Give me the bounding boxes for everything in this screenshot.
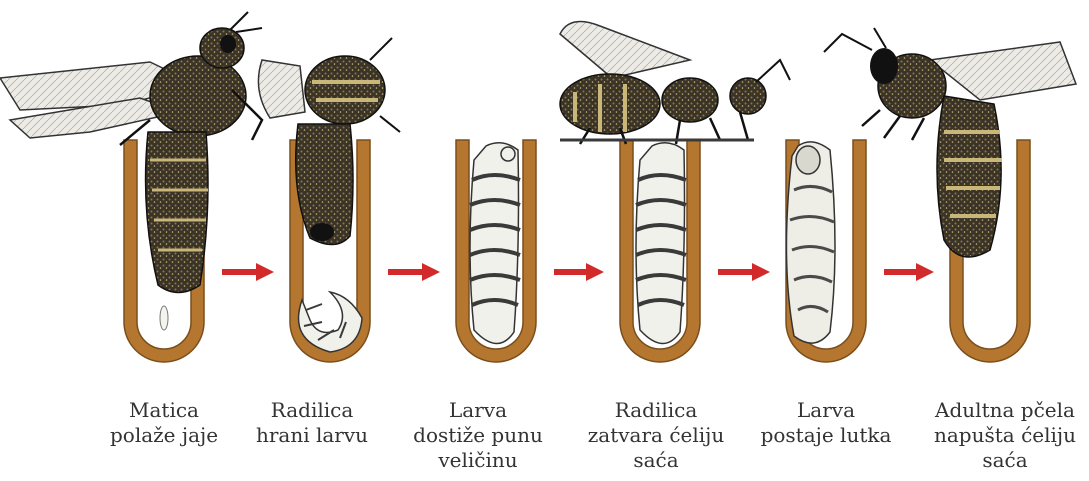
arrow-icon — [388, 263, 440, 281]
caption-line: saća — [915, 448, 1089, 473]
arrow-icon — [222, 263, 274, 281]
caption-line: saća — [566, 448, 746, 473]
caption-line: napušta ćeliju — [915, 423, 1089, 448]
arrow-icon — [554, 263, 604, 281]
arrow-icon — [718, 263, 770, 281]
worker-bee-capping-cell-icon — [560, 22, 790, 344]
pupa-icon — [786, 142, 835, 343]
caption-line: Radilica — [222, 398, 402, 423]
honeycomb-cells — [124, 140, 1030, 362]
caption-line: Adultna pčela — [915, 398, 1089, 423]
caption-line: zatvara ćeliju — [566, 423, 746, 448]
caption-line: dostiže punu — [388, 423, 568, 448]
caption-line: postaje lutka — [736, 423, 916, 448]
caption-line: veličinu — [388, 448, 568, 473]
caption-line: Radilica — [566, 398, 746, 423]
caption-line: Larva — [388, 398, 568, 423]
caption-line: hrani larvu — [222, 423, 402, 448]
full-grown-larva-icon — [470, 143, 520, 344]
egg-icon — [160, 306, 168, 330]
caption-line: Larva — [736, 398, 916, 423]
worker-bee-feeding-larva-icon — [258, 38, 400, 352]
arrow-icon — [884, 263, 934, 281]
